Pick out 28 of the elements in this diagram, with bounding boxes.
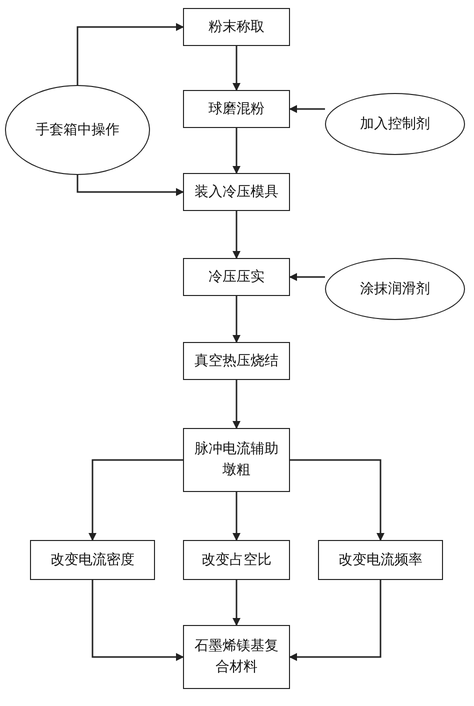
arrow xyxy=(232,492,240,541)
arrow xyxy=(232,296,240,343)
ellipse-node: 手套箱中操作 xyxy=(5,85,150,175)
arrow xyxy=(232,211,240,259)
arrow xyxy=(289,580,382,661)
arrow xyxy=(232,46,240,91)
arrow xyxy=(290,459,384,541)
arrow xyxy=(232,128,240,174)
arrow xyxy=(88,459,183,541)
process-box: 脉冲电流辅助墩粗 xyxy=(183,428,290,492)
arrow xyxy=(289,105,325,113)
process-box: 冷压压实 xyxy=(183,258,290,296)
process-box: 球磨混粉 xyxy=(183,90,290,128)
process-box: 改变电流频率 xyxy=(318,540,443,580)
ellipse-node: 涂抹润滑剂 xyxy=(325,258,465,320)
process-box: 石墨烯镁基复合材料 xyxy=(183,625,290,689)
arrow xyxy=(289,273,325,281)
process-box: 改变电流密度 xyxy=(30,540,155,580)
process-box: 装入冷压模具 xyxy=(183,173,290,211)
process-box: 粉末称取 xyxy=(183,8,290,46)
ellipse-node: 加入控制剂 xyxy=(325,93,465,155)
arrow xyxy=(232,580,240,626)
process-box: 真空热压烧结 xyxy=(183,342,290,380)
process-box: 改变占空比 xyxy=(183,540,290,580)
arrow xyxy=(92,580,184,661)
arrow xyxy=(76,175,184,196)
arrow xyxy=(232,380,240,429)
arrow xyxy=(76,23,184,85)
